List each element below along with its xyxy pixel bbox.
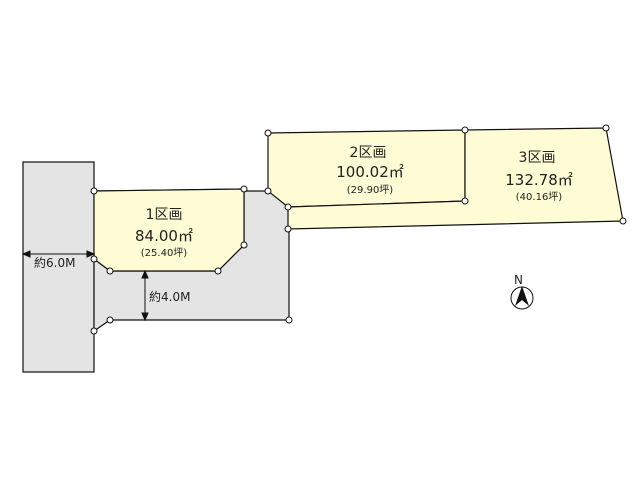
vertex-marker bbox=[214, 267, 222, 275]
vertex-marker bbox=[240, 185, 248, 193]
road bbox=[22, 161, 95, 373]
lot-1-area: 84.00㎡ bbox=[135, 227, 193, 245]
lot-3-area: 132.78㎡ bbox=[505, 171, 573, 189]
lot-2-name: 2区画 bbox=[350, 145, 387, 161]
vertex-marker bbox=[619, 217, 627, 225]
vertex-marker bbox=[461, 126, 469, 134]
lot-1-tsubo: (25.40坪) bbox=[141, 246, 188, 259]
lot-3-name: 3区画 bbox=[519, 150, 556, 166]
north-arrow-icon: N bbox=[510, 273, 534, 310]
vertex-marker bbox=[240, 241, 248, 249]
vertex-marker bbox=[90, 187, 98, 195]
vertex-marker bbox=[284, 225, 292, 233]
vertex-markers bbox=[90, 124, 627, 335]
lot-1-name: 1区画 bbox=[146, 207, 183, 223]
vertex-marker bbox=[284, 203, 292, 211]
lot-3-tsubo: (40.16坪) bbox=[516, 190, 563, 203]
lot-2-tsubo: (29.90坪) bbox=[347, 183, 394, 196]
vertex-marker bbox=[106, 316, 114, 324]
access-width-label: 約4.0M bbox=[149, 289, 190, 304]
north-label: N bbox=[514, 273, 523, 287]
vertex-marker bbox=[264, 129, 272, 137]
vertex-marker bbox=[461, 197, 469, 205]
lot-2-area: 100.02㎡ bbox=[336, 163, 404, 181]
road-width-dimension bbox=[21, 250, 96, 258]
vertex-marker bbox=[285, 316, 293, 324]
vertex-marker bbox=[90, 255, 98, 263]
vertex-marker bbox=[264, 187, 272, 195]
access-width-dimension bbox=[141, 269, 149, 322]
vertex-marker bbox=[602, 124, 610, 132]
road-width-label: 約6.0M bbox=[34, 255, 75, 270]
vertex-marker bbox=[106, 267, 114, 275]
vertex-marker bbox=[90, 327, 98, 335]
